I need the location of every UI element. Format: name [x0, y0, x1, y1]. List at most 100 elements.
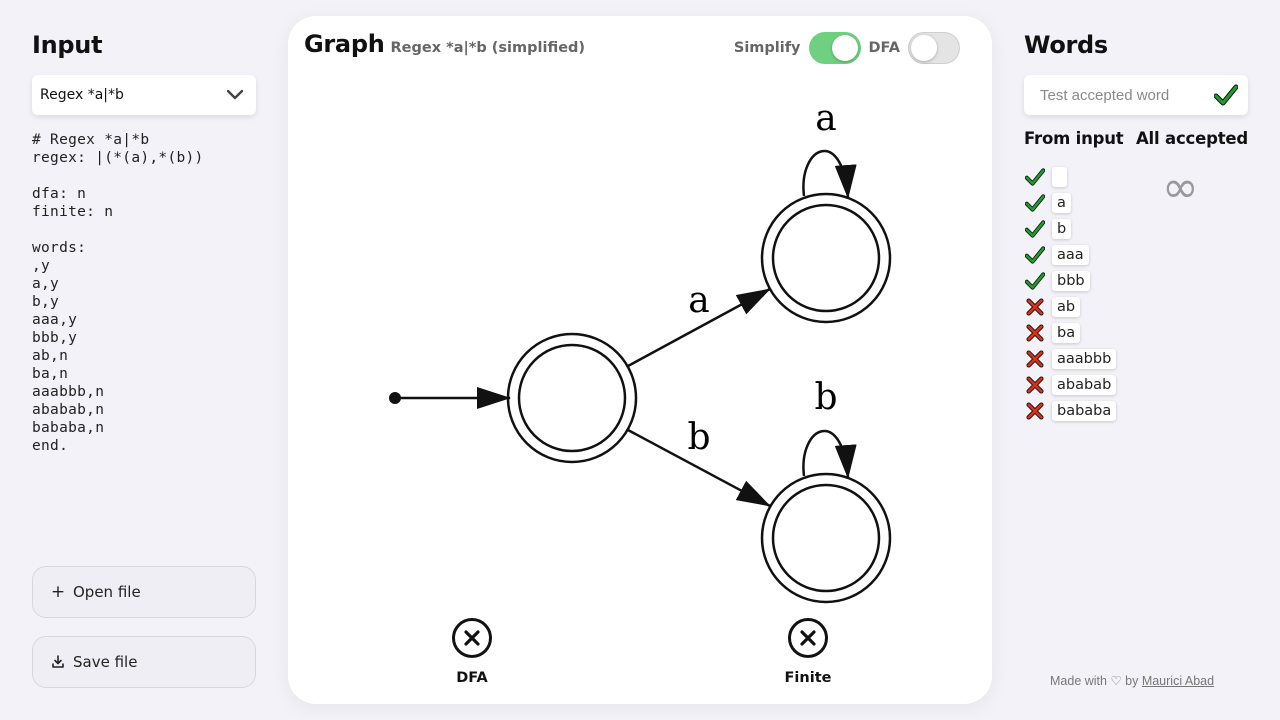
word-chip	[1052, 167, 1067, 187]
dfa-property-label: DFA	[456, 670, 488, 686]
edge-label: a	[815, 98, 836, 139]
dfa-toggle[interactable]	[908, 32, 960, 64]
finite-property: Finite	[763, 618, 853, 686]
cross-icon	[1024, 400, 1046, 422]
word-chip: ab	[1052, 297, 1081, 317]
author-link[interactable]: Maurici Abad	[1141, 674, 1215, 688]
word-row: bbb	[1024, 268, 1248, 294]
source-line: b,y	[32, 294, 60, 310]
plus-icon: +	[50, 582, 66, 602]
word-chip: bababa	[1052, 401, 1117, 421]
simplify-toggle[interactable]	[808, 32, 861, 64]
edge-q0-q2	[627, 428, 771, 508]
input-title: Input	[32, 31, 103, 59]
source-line: words:	[32, 240, 87, 256]
word-row: a	[1024, 190, 1248, 216]
words-panel: Words From input All accepted abaaabbbab…	[1024, 28, 1248, 698]
check-icon	[1024, 218, 1046, 240]
source-line: dfa: n	[32, 186, 87, 202]
check-icon	[1024, 192, 1046, 214]
dfa-property: DFA	[427, 618, 517, 686]
words-columns: From input All accepted	[1024, 129, 1248, 148]
word-row: ba	[1024, 320, 1248, 346]
word-row: b	[1024, 216, 1248, 242]
source-line: ba,n	[32, 366, 69, 382]
source-line: ,y	[32, 258, 51, 274]
check-icon	[1024, 244, 1046, 266]
test-word-box	[1024, 75, 1248, 115]
source-line	[32, 221, 256, 239]
example-select[interactable]: Regex *a|*b	[32, 75, 256, 115]
edge-label: b	[814, 377, 837, 418]
cross-icon	[1024, 374, 1046, 396]
save-file-label: Save file	[73, 653, 138, 671]
edge-label: a	[688, 280, 709, 321]
check-icon	[1024, 270, 1046, 292]
edge-label: b	[687, 417, 710, 458]
graph-panel: Graph Regex *a|*b (simplified) Simplify …	[288, 16, 992, 704]
cross-icon	[1024, 296, 1046, 318]
source-line: aaa,y	[32, 312, 78, 328]
edge-q1-q1	[802, 149, 857, 199]
state-q1[interactable]	[760, 192, 892, 324]
check-icon	[1024, 166, 1046, 188]
close-icon	[788, 618, 828, 658]
finite-property-label: Finite	[784, 670, 832, 686]
automaton-graph: a b a b	[389, 98, 892, 604]
graph-title: Graph	[304, 30, 385, 58]
all-accepted-title: All accepted	[1135, 129, 1248, 148]
word-chip: bbb	[1052, 271, 1090, 291]
credits-text: Made with ♡ by	[1050, 674, 1139, 688]
graph-subtitle: Regex *a|*b (simplified)	[390, 40, 586, 56]
open-file-button[interactable]: + Open file	[32, 566, 256, 618]
close-icon	[452, 618, 492, 658]
download-icon	[52, 655, 64, 668]
chevron-down-icon	[226, 89, 244, 100]
save-file-button[interactable]: Save file	[32, 636, 256, 688]
source-line: bbb,y	[32, 330, 78, 346]
infinity-icon: ∞	[1162, 162, 1199, 213]
word-chip: aaa	[1052, 245, 1089, 265]
word-chip: aaabbb	[1052, 349, 1117, 369]
edge-q2-q2	[802, 429, 857, 479]
word-row: aaabbb	[1024, 346, 1248, 372]
open-file-label: Open file	[73, 583, 141, 601]
source-line: ababab,n	[32, 402, 105, 418]
from-input-title: From input	[1024, 129, 1124, 148]
example-select-value: Regex *a|*b	[40, 87, 124, 103]
source-line: ab,n	[32, 348, 69, 364]
cross-icon	[1024, 348, 1046, 370]
test-word-input[interactable]	[1040, 86, 1200, 104]
source-line: end.	[32, 438, 69, 454]
dfa-toggle-knob	[911, 35, 937, 61]
word-row: aaa	[1024, 242, 1248, 268]
source-line	[32, 167, 256, 185]
source-line: a,y	[32, 276, 60, 292]
word-chip: b	[1052, 219, 1072, 239]
state-q2[interactable]	[760, 472, 892, 604]
source-line: regex: |(*(a),*(b))	[32, 150, 204, 166]
word-row	[1024, 164, 1248, 190]
words-title: Words	[1024, 31, 1108, 59]
word-row: ababab	[1024, 372, 1248, 398]
word-chip: ababab	[1052, 375, 1117, 395]
source-line: aaabbb,n	[32, 384, 105, 400]
credits: Made with ♡ by Maurici Abad	[1050, 673, 1214, 688]
source-line: bababa,n	[32, 420, 105, 436]
edge-q0-q1	[627, 287, 771, 368]
state-q0[interactable]	[506, 332, 638, 464]
word-row: ab	[1024, 294, 1248, 320]
graph-header: Graph Regex *a|*b (simplified)	[304, 30, 585, 58]
simplify-label: Simplify	[733, 40, 801, 56]
word-chip: ba	[1052, 323, 1081, 343]
word-chip: a	[1052, 193, 1071, 213]
check-icon	[1214, 84, 1238, 106]
cross-icon	[1024, 322, 1046, 344]
word-row: bababa	[1024, 398, 1248, 424]
simplify-toggle-knob	[831, 35, 858, 61]
graph-toggles: Simplify DFA	[734, 32, 960, 64]
source-line: finite: n	[32, 204, 114, 220]
